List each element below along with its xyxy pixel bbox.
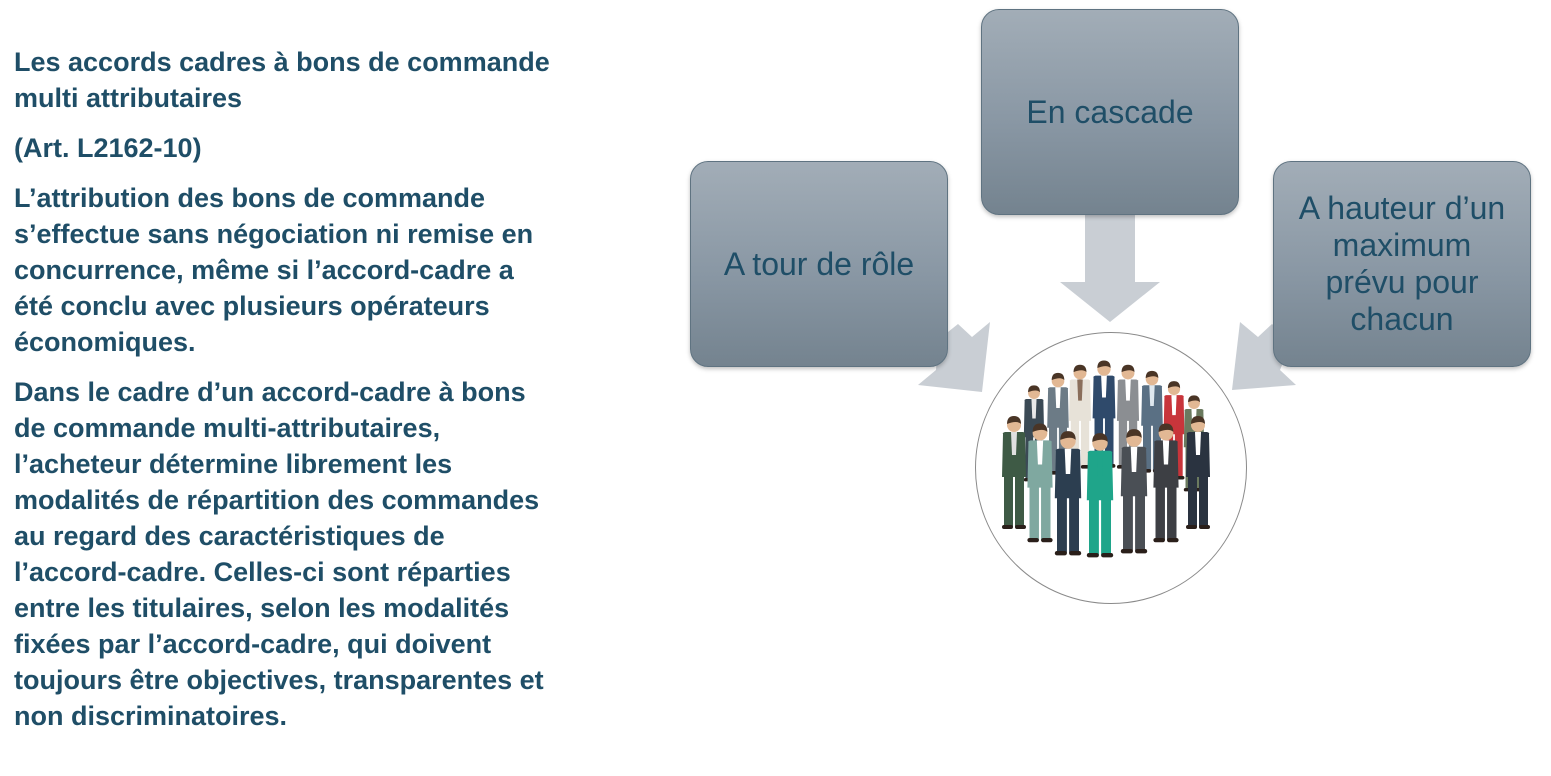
arrow-down — [1060, 215, 1160, 322]
box-en-cascade: En cascade — [981, 9, 1239, 215]
heading: Les accords cadres à bons de commande mu… — [14, 47, 550, 113]
people-circle — [975, 332, 1247, 604]
person-figure — [1054, 431, 1082, 556]
text-column: Les accords cadres à bons de commande mu… — [14, 44, 624, 748]
person-figure — [1186, 416, 1210, 529]
paragraph-modalities: Dans le cadre d’un accord-cadre à bons d… — [14, 377, 544, 731]
arrow-diagonal-left — [918, 322, 990, 392]
article-reference: (Art. L2162-10) — [14, 133, 202, 163]
person-figure — [1120, 429, 1148, 554]
person-figure — [1153, 423, 1179, 543]
business-people-group-icon — [1002, 360, 1210, 558]
person-figure — [1002, 416, 1026, 529]
person-figure — [1086, 433, 1114, 558]
person-figure — [1027, 423, 1053, 543]
box-a-tour-de-role: A tour de rôle — [690, 161, 948, 367]
paragraph-attribution: L’attribution des bons de commande s’eff… — [14, 183, 534, 357]
box-a-hauteur-maximum: A hauteur d’un maximum prévu pour chacun — [1273, 161, 1531, 367]
